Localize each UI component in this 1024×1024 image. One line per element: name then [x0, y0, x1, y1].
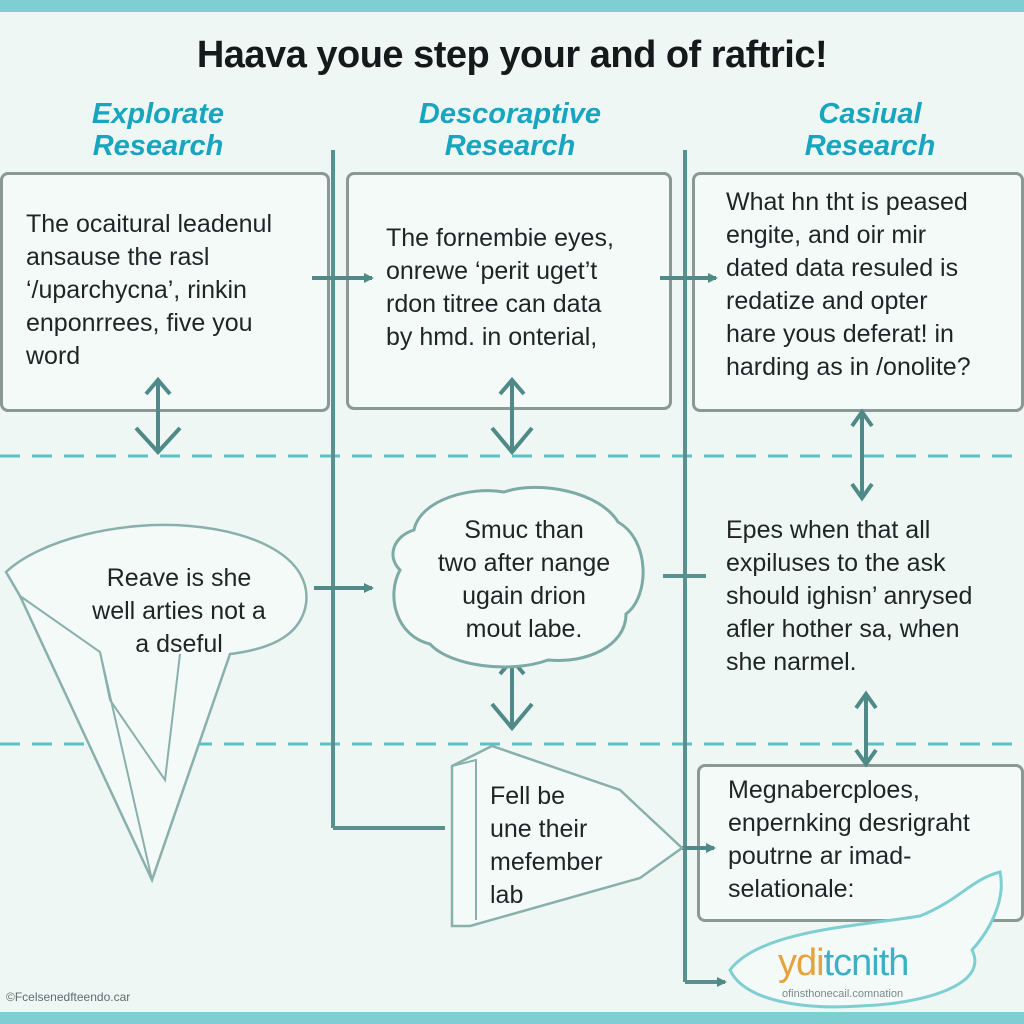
column-heading-line2: Research	[444, 130, 576, 162]
top-frame-bar	[0, 0, 1024, 12]
explorate-top-text: The ocaitural leadenul ansause the rasl …	[26, 210, 272, 370]
column-heading-explorate: Explorate Research	[58, 98, 258, 162]
double-arrow-descriptive-lower	[490, 656, 534, 732]
explorate-mid-text: Reave is she well arties not a a dseful	[92, 564, 266, 658]
column-heading-line2: Research	[92, 130, 224, 162]
descriptive-bottom-text: Fell be une their mefember lab	[490, 782, 603, 909]
bottom-frame-bar	[0, 1012, 1024, 1024]
double-arrow-descriptive-upper	[490, 376, 534, 456]
brand-logo-part1: ydi	[778, 942, 825, 984]
descriptive-top-text: The fornembie eyes, onrewe ‘perit uget’t…	[386, 224, 614, 351]
column-heading-line1: Descoraptive	[418, 98, 602, 130]
descriptive-cloud-shape	[391, 485, 645, 669]
brand-tagline: ofinsthonecail.comnation	[782, 988, 904, 1000]
descriptive-bottom-shape	[450, 744, 684, 928]
column-heading-line1: Explorate	[91, 98, 225, 130]
column-heading-causal: Casiual Research	[770, 98, 970, 162]
causal-mid-text: Epes when that all expiluses to the ask …	[726, 516, 973, 676]
double-arrow-causal-lower	[854, 690, 878, 768]
image-credit: ©Fcelsenedfteendo.car	[6, 990, 131, 1004]
double-arrow-explorate	[134, 376, 182, 455]
page-title: Haava youe step your and of raftric!	[196, 34, 828, 76]
brand-swoosh-shape	[728, 870, 1003, 1009]
tablet-edge	[451, 758, 477, 920]
descriptive-top-box	[346, 172, 672, 410]
double-arrow-causal-upper	[850, 408, 874, 502]
descriptive-mid-text: Smuc than two after nange ugain drion mo…	[437, 516, 611, 643]
brand-logo-part2: tcnith	[823, 942, 910, 984]
causal-bottom-text: Megnabercploes, enpernking desrigraht po…	[728, 776, 970, 903]
explorate-blob-shape	[4, 523, 308, 884]
column-heading-line1: Casiual	[818, 98, 922, 130]
blob-inner-line	[99, 651, 181, 783]
explorate-top-box	[0, 172, 330, 412]
causal-top-box	[692, 172, 1024, 412]
column-heading-descriptive: Descoraptive Research	[390, 98, 630, 162]
causal-top-text: What hn tht is peased engite, and oir mi…	[726, 188, 971, 381]
column-heading-line2: Research	[804, 130, 936, 162]
brand-logo: yditcnith	[778, 942, 910, 985]
